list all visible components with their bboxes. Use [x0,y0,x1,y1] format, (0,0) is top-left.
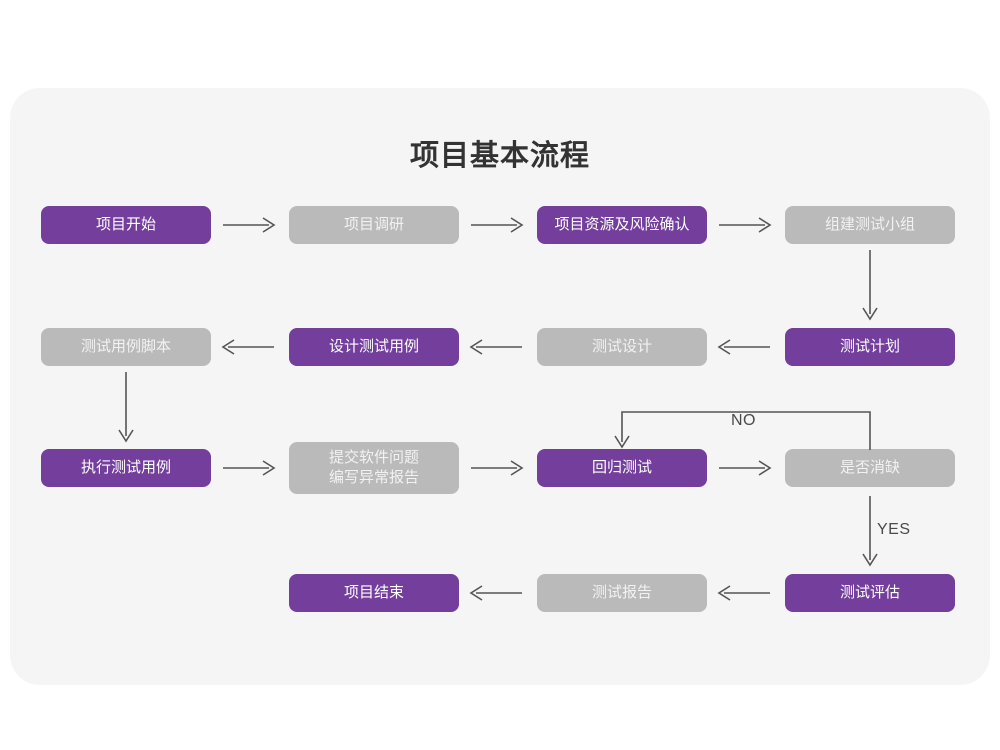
edge-execute-to-submit [221,458,279,478]
node-test-evaluation[interactable]: 测试评估 [785,574,955,612]
node-defect-cleared-decision[interactable]: 是否消缺 [785,449,955,487]
node-resource-risk-confirm[interactable]: 项目资源及风险确认 [537,206,707,244]
node-project-research[interactable]: 项目调研 [289,206,459,244]
edge-no-loop [612,408,882,456]
node-test-case-script[interactable]: 测试用例脚本 [41,328,211,366]
node-execute-test-case[interactable]: 执行测试用例 [41,449,211,487]
edge-script-to-execute [116,370,136,446]
node-submit-issue-report[interactable]: 提交软件问题 编写异常报告 [289,442,459,494]
edge-design-to-case-design [469,337,527,357]
node-regression-test[interactable]: 回归测试 [537,449,707,487]
node-project-start[interactable]: 项目开始 [41,206,211,244]
edge-case-design-to-script [221,337,279,357]
node-test-design[interactable]: 测试设计 [537,328,707,366]
edge-yes-decision-to-evaluation [860,494,880,570]
page-title: 项目基本流程 [409,140,590,172]
edge-label-no: NO [731,412,756,429]
node-test-report[interactable]: 测试报告 [537,574,707,612]
edge-resource-to-team [717,215,775,235]
node-project-end[interactable]: 项目结束 [289,574,459,612]
edge-label-yes: YES [877,521,911,538]
edge-team-to-plan [860,248,880,324]
edge-submit-to-regression [469,458,527,478]
edge-research-to-resource [469,215,527,235]
edge-start-to-research [221,215,279,235]
edge-regression-to-decision [717,458,775,478]
node-test-plan[interactable]: 测试计划 [785,328,955,366]
edge-plan-to-design [717,337,775,357]
node-build-test-team[interactable]: 组建测试小组 [785,206,955,244]
edge-report-to-project-end [469,583,527,603]
edge-evaluation-to-report [717,583,775,603]
node-design-test-case[interactable]: 设计测试用例 [289,328,459,366]
